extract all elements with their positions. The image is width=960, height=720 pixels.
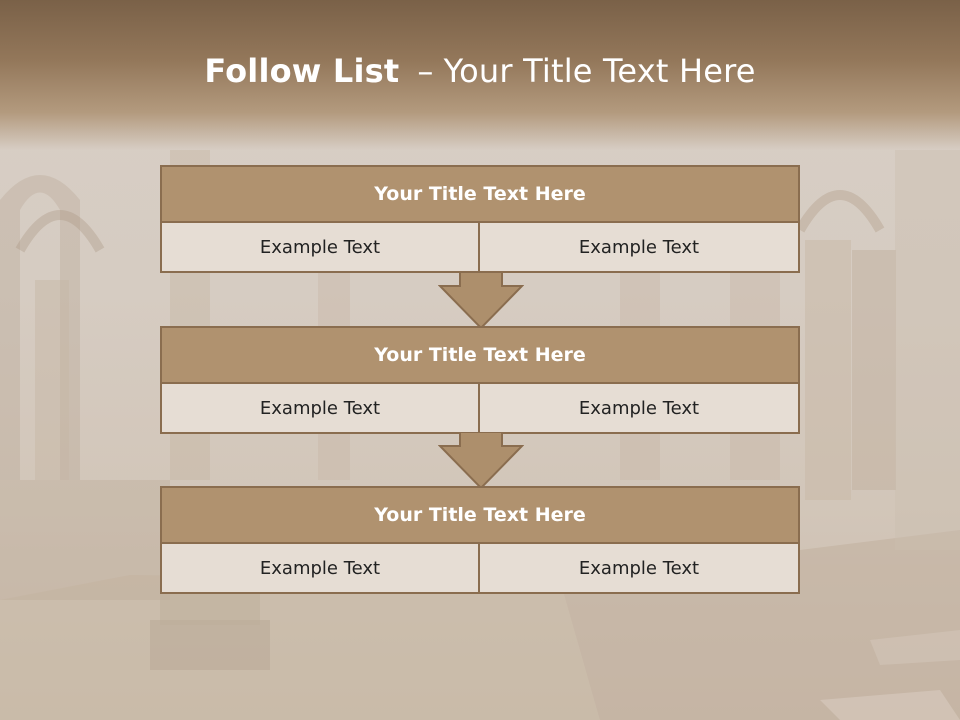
header-band [0, 0, 960, 150]
block-cells: Example Text Example Text [160, 544, 800, 594]
follow-block-1: Your Title Text Here Example Text Exampl… [160, 165, 800, 273]
block-cell-left: Example Text [160, 223, 480, 273]
block-cell-right: Example Text [478, 384, 800, 434]
block-cells: Example Text Example Text [160, 384, 800, 434]
block-title: Your Title Text Here [160, 326, 800, 384]
title-strong: Follow List [204, 52, 400, 90]
follow-block-3: Your Title Text Here Example Text Exampl… [160, 486, 800, 594]
block-cells: Example Text Example Text [160, 223, 800, 273]
block-title: Your Title Text Here [160, 486, 800, 544]
block-cell-right: Example Text [478, 223, 800, 273]
block-cell-right: Example Text [478, 544, 800, 594]
follow-block-2: Your Title Text Here Example Text Exampl… [160, 326, 800, 434]
block-cell-left: Example Text [160, 384, 480, 434]
slide-title: Follow List–Your Title Text Here [0, 52, 960, 90]
block-title: Your Title Text Here [160, 165, 800, 223]
block-cell-left: Example Text [160, 544, 480, 594]
title-separator: – [417, 52, 434, 90]
title-rest: Your Title Text Here [443, 52, 756, 90]
down-arrow-icon [438, 272, 524, 330]
down-arrow-icon [438, 432, 524, 490]
